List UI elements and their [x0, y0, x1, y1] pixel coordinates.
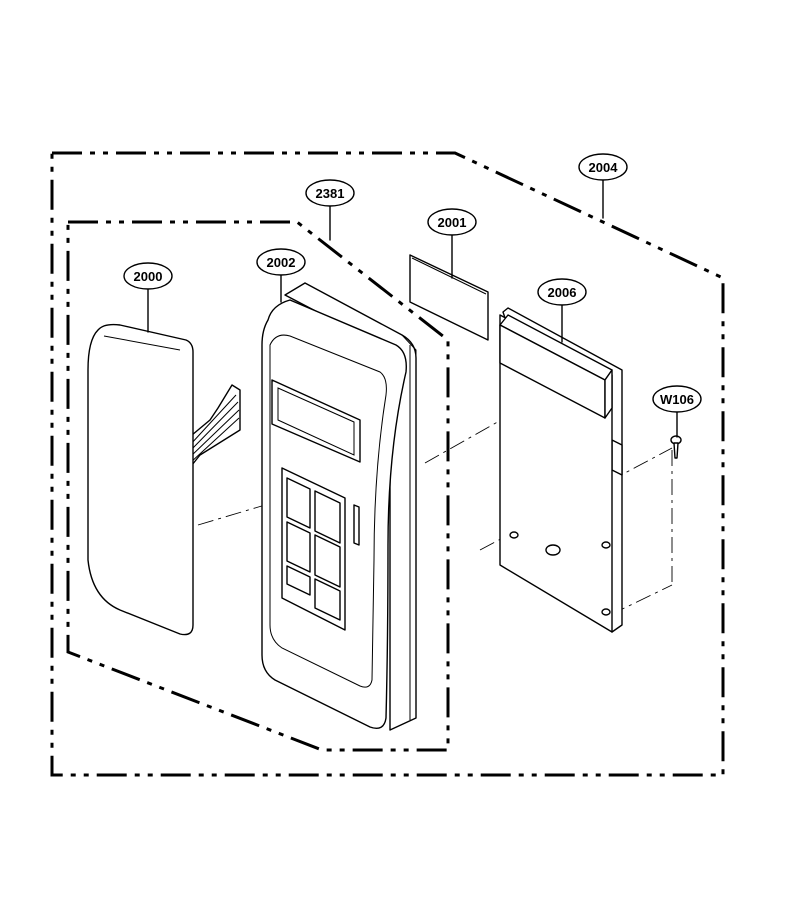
- callout-2004-label: 2004: [589, 160, 619, 175]
- callout-2381: 2381: [305, 179, 355, 207]
- part-2002-control-panel: [261, 282, 417, 731]
- callout-2006: 2006: [537, 278, 587, 306]
- callout-2002-label: 2002: [267, 255, 296, 270]
- assembly-boundary-2381: [66, 220, 450, 752]
- part-2006-pcb: [499, 307, 623, 633]
- part-2000-membrane-sheet: [87, 323, 241, 636]
- callout-2001: 2001: [427, 208, 477, 236]
- callout-2000: 2000: [123, 262, 173, 290]
- callout-2001-label: 2001: [438, 215, 467, 230]
- leader-lines: [147, 179, 678, 438]
- callout-2004: 2004: [578, 153, 628, 181]
- callout-2000-label: 2000: [134, 269, 163, 284]
- callout-w106-label: W106: [660, 392, 694, 407]
- callout-2002: 2002: [256, 248, 306, 276]
- part-2001-lens: [409, 254, 489, 341]
- assembly-boundary-2004: [50, 151, 725, 777]
- keypad-keys: [286, 477, 341, 621]
- part-w106-screw: [670, 435, 682, 459]
- callout-2381-label: 2381: [316, 186, 345, 201]
- callout-2006-label: 2006: [548, 285, 577, 300]
- callout-w106: W106: [652, 385, 702, 413]
